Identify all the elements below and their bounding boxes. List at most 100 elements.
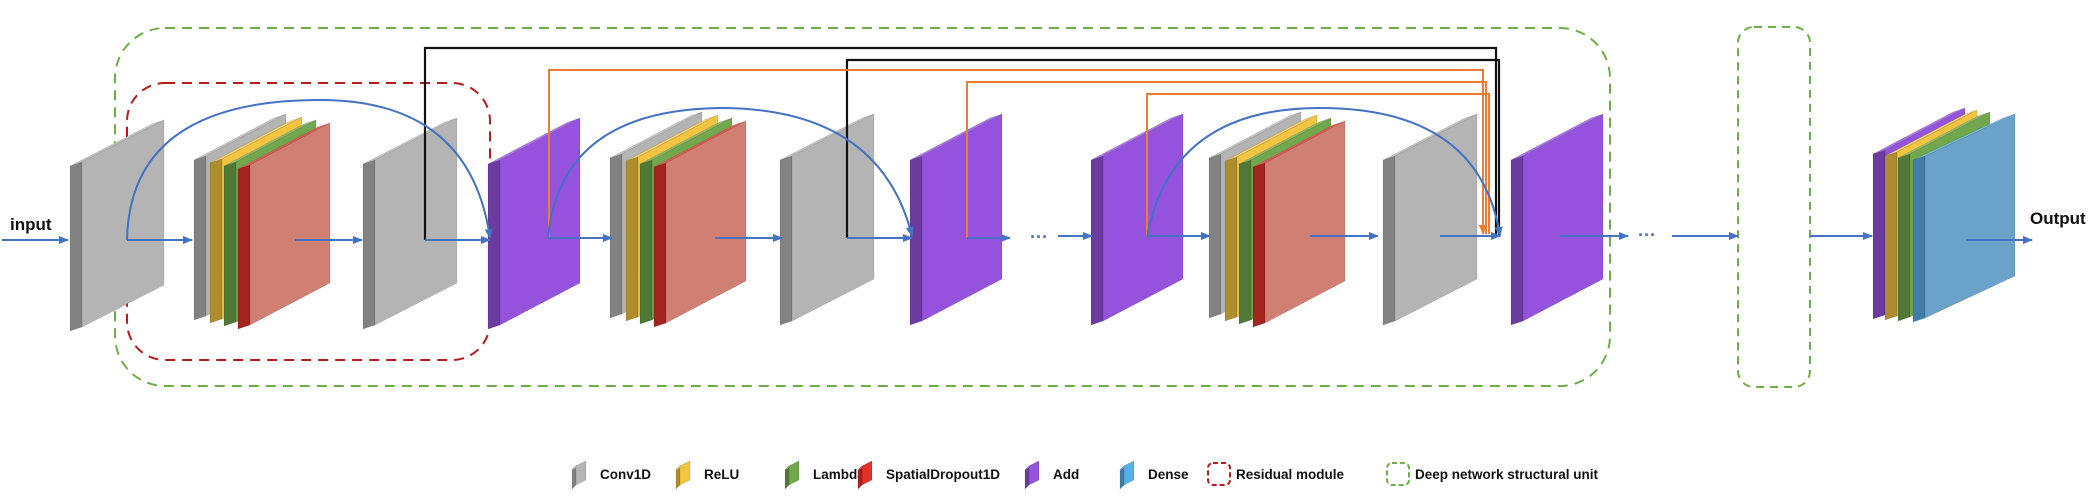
ellipsis-1: ··· — [1030, 227, 1048, 247]
output-label: Output — [2030, 209, 2086, 228]
block-stack-1-dropout-face — [249, 122, 331, 326]
add-1-side — [487, 159, 501, 330]
purple-block-icon-shape-face — [1028, 460, 1040, 486]
legend-item-lambda: Lambda — [784, 460, 865, 490]
block-stack-3-dropout-face — [1264, 120, 1346, 324]
residual-arc-1 — [126, 98, 493, 241]
green-block-icon-shape — [784, 460, 800, 490]
block-stack-2-dropout — [653, 120, 747, 328]
block-stack-3-conv-side — [1208, 153, 1222, 319]
deep-unit-frame — [114, 27, 1611, 387]
legend-label-add: Add — [1053, 467, 1079, 482]
conv1d-1-side — [362, 159, 376, 330]
legend-item-add: Add — [1024, 460, 1079, 490]
legend-item-dense: Dense — [1119, 460, 1189, 490]
red-dashed-box-icon-shape — [1207, 462, 1231, 486]
green-dashed-box-icon — [1386, 462, 1410, 486]
red-block-icon-shape — [857, 460, 873, 490]
skip-connections-orange — [548, 69, 1490, 238]
block-stack-1-relu-side — [209, 158, 223, 324]
conv1d-input — [69, 119, 165, 332]
legend-label-conv1d: Conv1D — [600, 467, 651, 482]
yellow-block-icon — [675, 460, 691, 490]
conv1d-3 — [1382, 113, 1478, 326]
conv1d-3-face — [1394, 113, 1478, 322]
legend-item-dropout: SpatialDropout1D — [857, 460, 1000, 490]
repeat-unit-frame — [1737, 26, 1811, 388]
legend-label-dense: Dense — [1148, 467, 1189, 482]
add-4-side — [1510, 155, 1524, 326]
blue-block-icon-shape-face — [1123, 460, 1135, 486]
block-stack-2-dropout-side — [653, 162, 667, 328]
block-stack-1-conv-side — [193, 155, 207, 321]
conv1d-1-face — [374, 117, 458, 326]
add-3-face — [1102, 113, 1184, 322]
add-4-face — [1522, 113, 1604, 322]
gray-block-icon-shape-face — [575, 460, 587, 486]
red-block-icon — [857, 460, 873, 490]
output-lambda-side — [1897, 153, 1911, 322]
green-block-icon-shape-face — [788, 460, 800, 486]
blue-block-icon-shape — [1119, 460, 1135, 490]
yellow-block-icon-shape — [675, 460, 691, 490]
output-relu-side — [1884, 151, 1898, 321]
skip-connection-3 — [548, 69, 1487, 238]
skip-connections-black — [423, 46, 1501, 240]
forward-arrows — [2, 232, 2033, 244]
block-stack-2-conv-side — [609, 153, 623, 319]
green-dashed-box-icon-shape — [1386, 462, 1410, 486]
gray-block-icon — [571, 460, 587, 490]
add-2 — [909, 113, 1003, 326]
block-stack-1-dropout-side — [237, 164, 251, 330]
legend-item-conv1d: Conv1D — [571, 460, 651, 490]
output-dense-face — [1924, 113, 2016, 319]
block-stack-3-dropout-side — [1252, 162, 1266, 328]
output-dense — [1912, 113, 2016, 323]
skip-connection-1 — [423, 46, 1498, 240]
block-stack-2-lambda-side — [639, 159, 653, 325]
red-block-icon-shape-face — [861, 460, 873, 486]
ellipsis-2: ··· — [1638, 225, 1656, 245]
add-4 — [1510, 113, 1604, 326]
add-1 — [487, 117, 581, 330]
conv1d-input-face — [81, 119, 165, 328]
skip-connection-4 — [966, 81, 1487, 238]
legend-label-deepunit: Deep network structural unit — [1415, 467, 1599, 482]
add-3 — [1090, 113, 1184, 326]
block-stack-1-dropout — [237, 122, 331, 330]
gray-block-icon-shape — [571, 460, 587, 490]
conv1d-input-side — [69, 161, 83, 332]
residual-arc-3 — [1146, 106, 1503, 239]
purple-block-icon-shape — [1024, 460, 1040, 490]
skip-connection-2 — [845, 58, 1501, 238]
legend-label-lambda: Lambda — [813, 467, 865, 482]
block-stack-3-relu-side — [1224, 156, 1238, 322]
green-block-icon — [784, 460, 800, 490]
residual-arc-2 — [547, 106, 914, 239]
legend-label-dropout: SpatialDropout1D — [886, 467, 1000, 482]
block-stack-2-relu-side — [625, 156, 639, 322]
block-stack-2-dropout-face — [665, 120, 747, 324]
add-3-side — [1090, 155, 1104, 326]
output-add-side — [1872, 149, 1886, 320]
block-stack-3-dropout — [1252, 120, 1346, 328]
blue-block-icon — [1119, 460, 1135, 490]
legend-label-residual: Residual module — [1236, 467, 1345, 482]
output-dense-side — [1912, 155, 1926, 323]
add-2-side — [909, 155, 923, 326]
legend: Conv1D ReLU Lambda SpatialDropout1D Add Dense… — [571, 460, 1599, 490]
conv1d-2-face — [791, 113, 875, 322]
add-1-face — [499, 117, 581, 326]
legend-item-relu: ReLU — [675, 460, 739, 490]
layer-blocks — [69, 107, 2016, 332]
residual-arcs — [126, 98, 1503, 241]
conv1d-3-side — [1382, 155, 1396, 326]
yellow-block-icon-shape-face — [679, 460, 691, 486]
conv1d-2-side — [779, 155, 793, 326]
red-dashed-box-icon — [1207, 462, 1231, 486]
input-label: input — [10, 215, 52, 234]
legend-item-residual: Residual module — [1207, 462, 1345, 486]
purple-block-icon — [1024, 460, 1040, 490]
block-stack-3-lambda-side — [1238, 159, 1252, 325]
